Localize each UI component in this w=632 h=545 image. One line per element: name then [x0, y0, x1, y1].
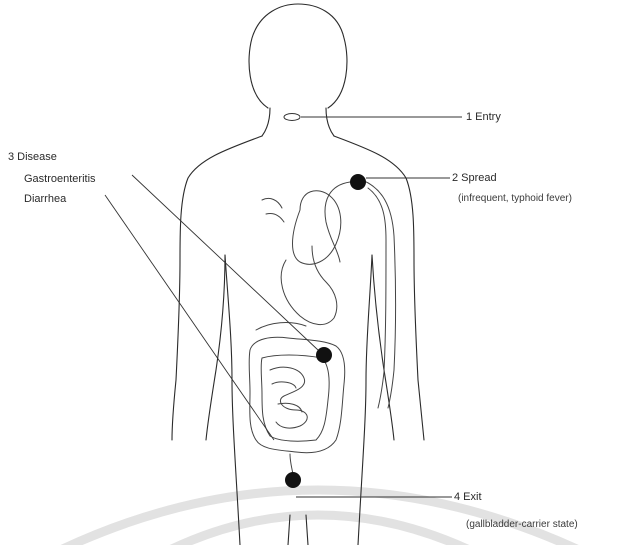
disease-item-gastroenteritis: Gastroenteritis	[24, 173, 96, 185]
vessel-right	[362, 180, 396, 408]
entry-label: 1 Entry	[466, 111, 501, 123]
right-shoulder-arm	[334, 136, 424, 440]
liver-outline	[256, 323, 306, 330]
neck-left	[262, 108, 270, 136]
exit-label: 4 Exit	[454, 491, 482, 503]
leader-diarrhea	[105, 195, 274, 440]
heart-outline	[293, 191, 341, 265]
spread-detail: (infrequent, typhoid fever)	[458, 193, 572, 204]
exit-detail: (gallbladder-carrier state)	[466, 519, 578, 530]
vessel-right-inner	[368, 188, 386, 408]
lung-lines	[262, 198, 284, 222]
disease-item-diarrhea: Diarrhea	[24, 193, 67, 205]
internal-organs	[249, 180, 395, 478]
spread-label: 2 Spread	[452, 172, 497, 184]
spread-marker	[350, 174, 366, 190]
exit-marker	[285, 472, 301, 488]
disease-label: 3 Disease	[8, 151, 57, 163]
aorta-outline	[325, 182, 350, 262]
small-intestine-2	[272, 382, 302, 412]
left-shoulder-arm	[172, 136, 262, 440]
right-inner-arm	[372, 255, 394, 440]
large-intestine-inner	[261, 355, 329, 441]
leader-gastroenteritis	[132, 175, 318, 350]
disease-marker	[316, 347, 332, 363]
neck-right	[326, 108, 334, 136]
left-inner-arm	[206, 255, 225, 440]
head-outline	[249, 4, 347, 108]
mouth-icon	[284, 114, 300, 121]
torso-right	[358, 255, 372, 545]
watermark-arcs	[40, 490, 600, 545]
stomach-outline	[281, 246, 337, 325]
small-intestine	[270, 367, 307, 428]
